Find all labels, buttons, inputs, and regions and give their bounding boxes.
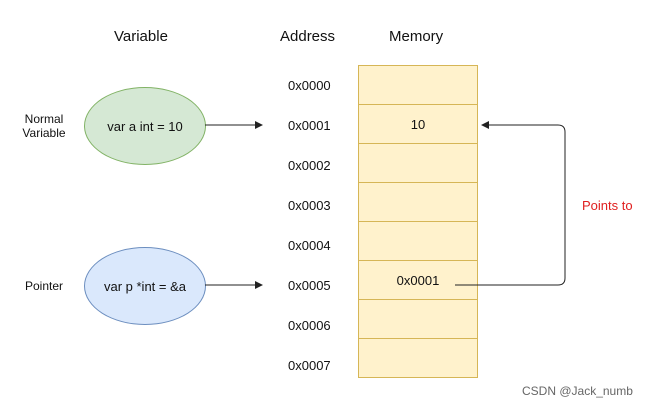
address-3: 0x0003 (288, 198, 331, 213)
memory-column: 10 0x0001 (358, 65, 478, 378)
address-5: 0x0005 (288, 278, 331, 293)
address-1: 0x0001 (288, 118, 331, 133)
normal-variable-ellipse: var a int = 10 (84, 87, 206, 165)
memory-header: Memory (389, 28, 444, 45)
address-4: 0x0004 (288, 238, 331, 253)
watermark: CSDN @Jack_numb (522, 384, 633, 398)
points-to-label: Points to (582, 198, 633, 213)
address-header: Address (280, 28, 336, 45)
address-0: 0x0000 (288, 78, 331, 93)
normal-variable-label-line2: Variable (22, 126, 66, 140)
address-7: 0x0007 (288, 358, 331, 373)
memory-cell-1: 10 (358, 104, 478, 144)
memory-cell-7 (358, 338, 478, 378)
normal-variable-text: var a int = 10 (107, 118, 183, 134)
normal-variable-label: Normal Variable (14, 112, 74, 140)
pointer-label: Pointer (24, 279, 64, 293)
pointer-variable-ellipse: var p *int = &a (84, 247, 206, 325)
normal-variable-label-line1: Normal (24, 112, 64, 126)
points-to-arrow (455, 121, 566, 286)
memory-cell-0 (358, 65, 478, 105)
variable-header: Variable (114, 28, 168, 45)
address-6: 0x0006 (288, 318, 331, 333)
pointer-variable-text: var p *int = &a (103, 278, 187, 294)
memory-value-5: 0x0001 (396, 272, 440, 288)
memory-value-1: 10 (410, 116, 426, 132)
memory-cell-5: 0x0001 (358, 260, 478, 300)
memory-cell-6 (358, 299, 478, 339)
address-2: 0x0002 (288, 158, 331, 173)
